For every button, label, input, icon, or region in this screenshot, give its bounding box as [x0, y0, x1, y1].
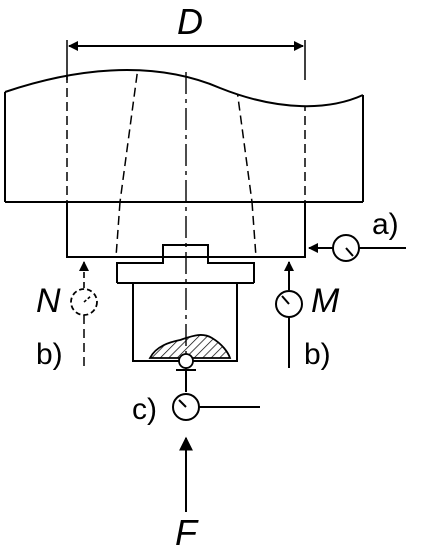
label-a: a) [372, 208, 399, 241]
hidden-lines-upper [66, 70, 306, 202]
hatched-section [148, 334, 232, 359]
dial-gauge-a-needle [345, 247, 354, 257]
dial-gauge-m-needle [281, 295, 290, 305]
hidden-taper-right-lower [251, 201, 257, 258]
probe-c: c) [132, 353, 260, 426]
dial-gauge-n-needle [83, 295, 92, 303]
hidden-taper-right [232, 70, 253, 202]
dimension-d: D [66, 1, 306, 80]
label-b-right: b) [304, 338, 331, 371]
break-line [4, 69, 364, 108]
upper-part [4, 69, 364, 203]
dimension-label: D [177, 1, 203, 42]
hidden-taper-left-lower [115, 201, 121, 258]
force-f: F [175, 436, 199, 549]
label-b-left: b) [36, 338, 63, 371]
gauge-n: N b) [36, 261, 98, 371]
dial-gauge-c-needle [178, 399, 187, 408]
hatched-contact [148, 334, 232, 359]
gauge-a: a) [308, 208, 406, 262]
label-m: M [311, 282, 340, 320]
label-n: N [36, 282, 61, 320]
hidden-taper-left [119, 70, 140, 202]
gauge-m: M b) [275, 261, 340, 371]
label-c: c) [132, 393, 157, 426]
force-label: F [175, 512, 199, 549]
probe-ball [178, 353, 194, 369]
